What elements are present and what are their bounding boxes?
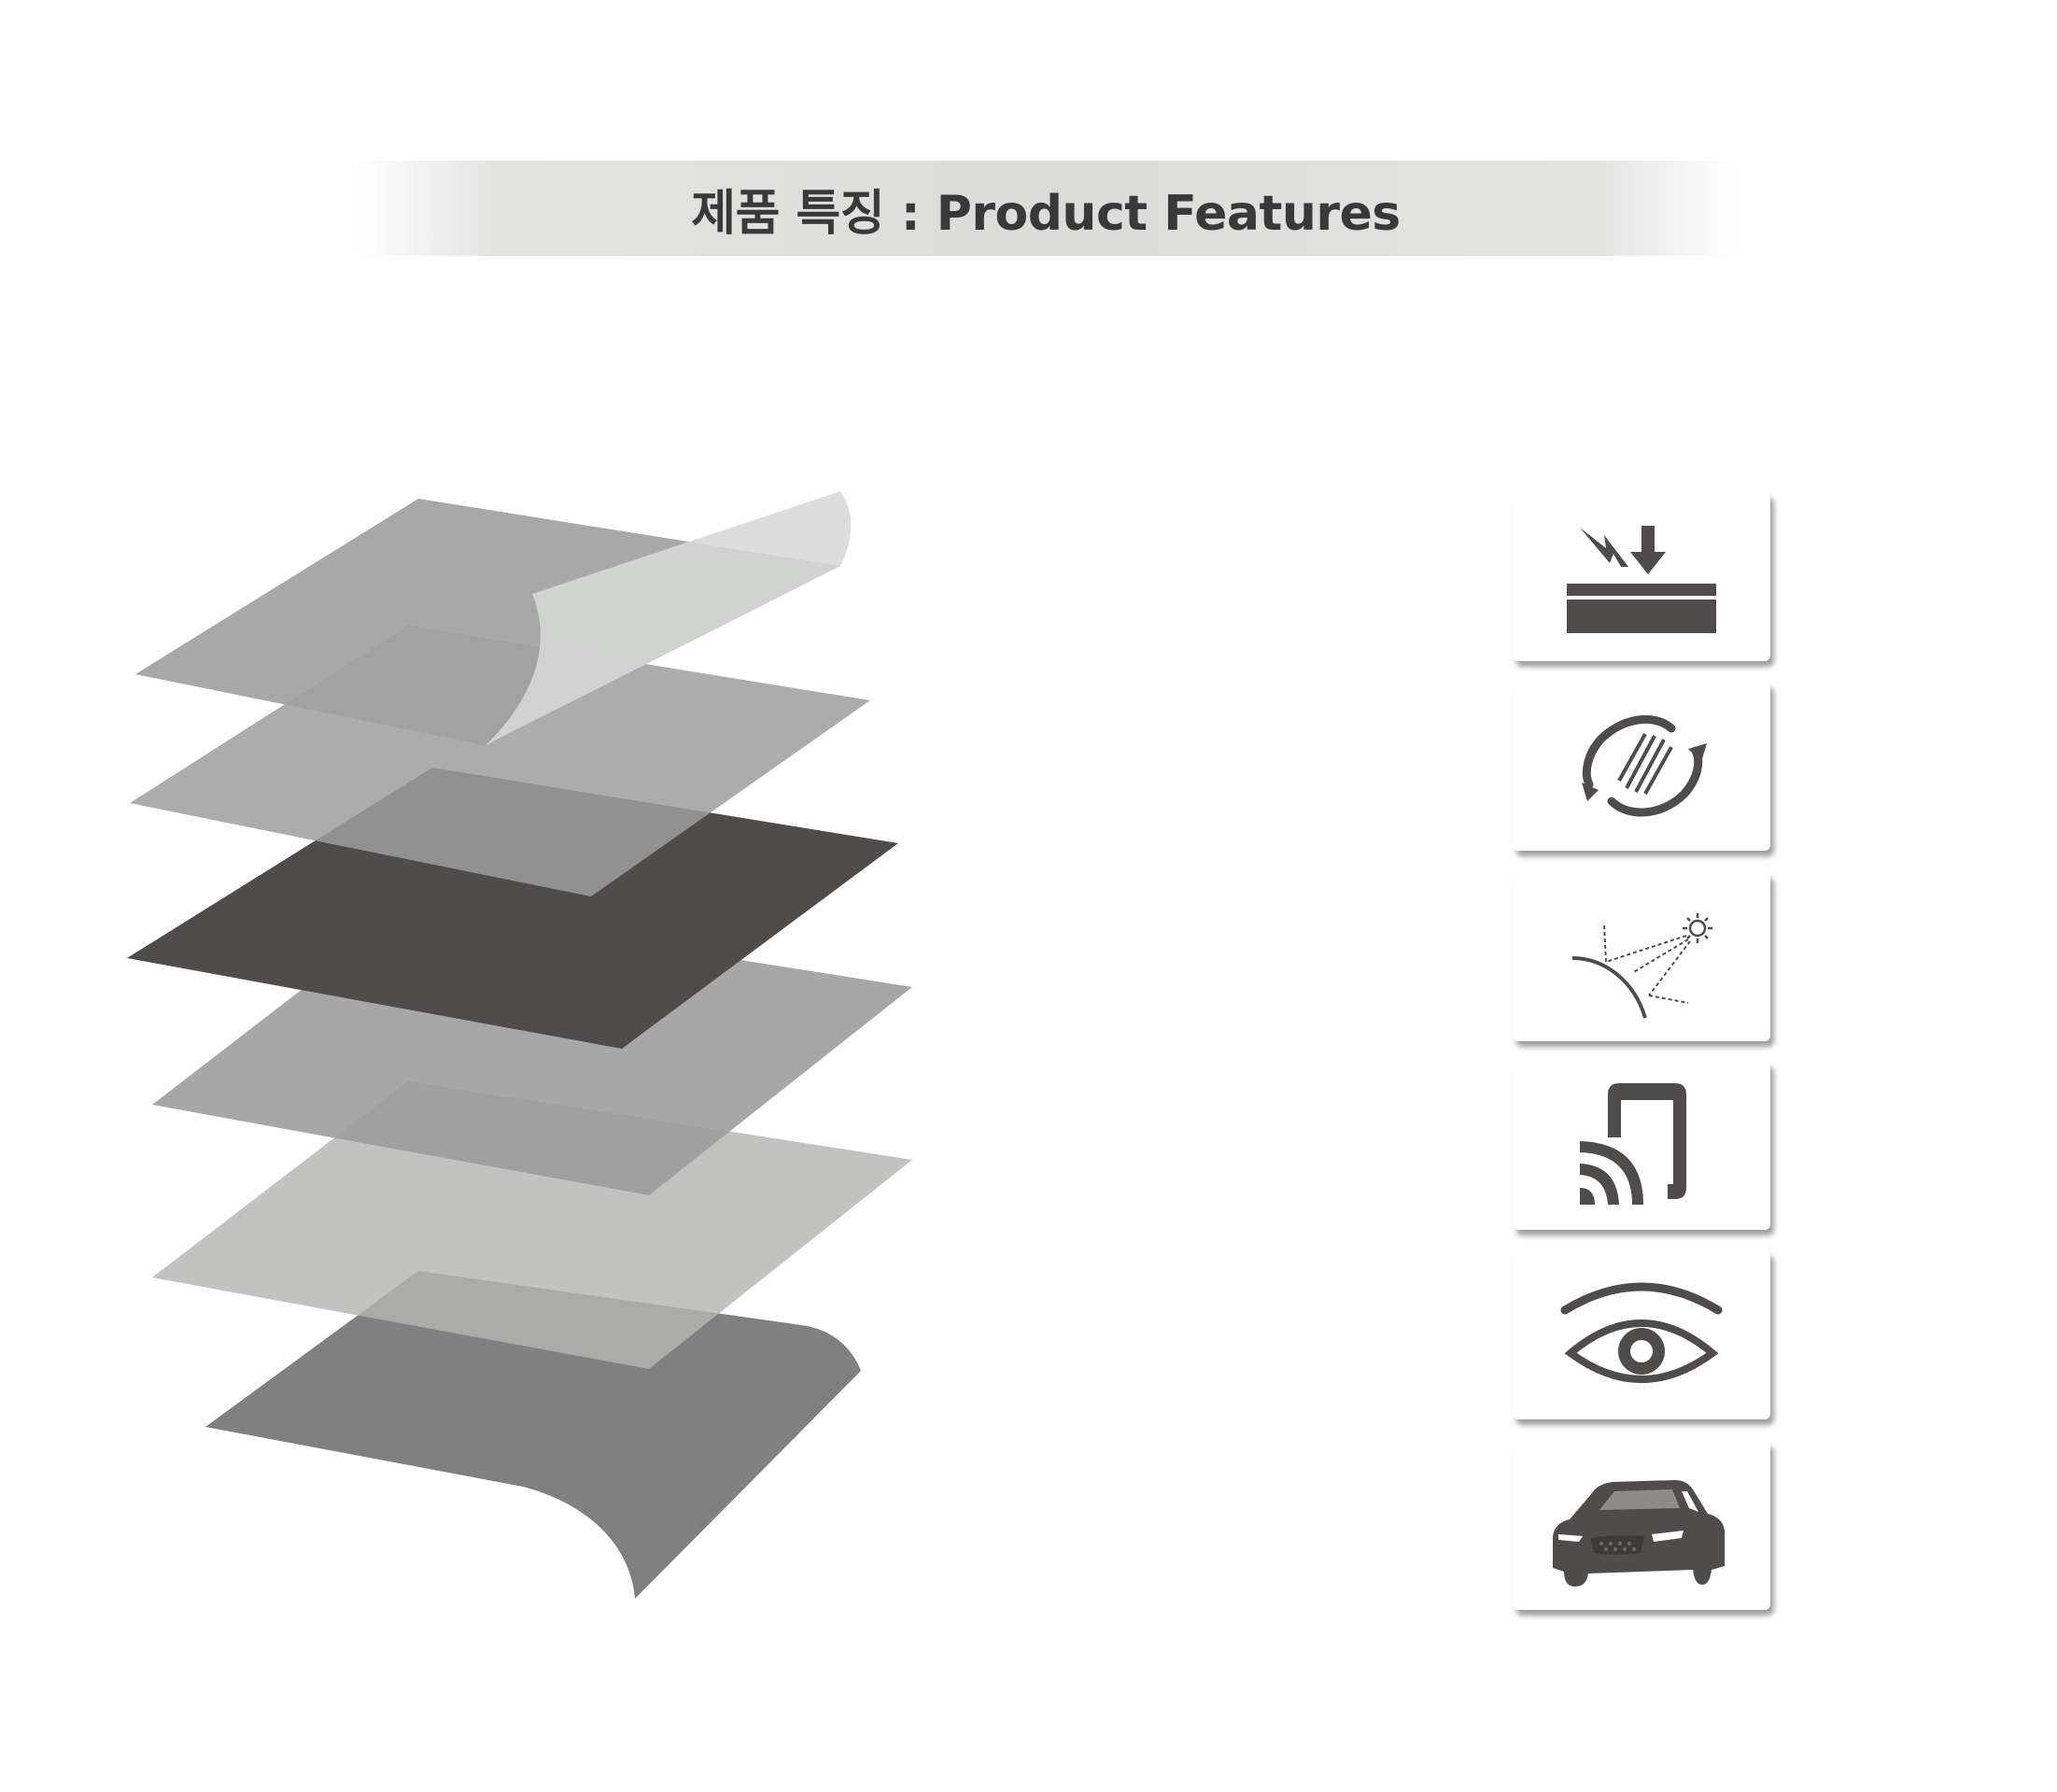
impact-protection-icon xyxy=(1567,525,1716,633)
feature-card-impact xyxy=(1513,492,1770,661)
glare-reflection-icon xyxy=(1571,912,1712,1019)
layer-liner xyxy=(205,1271,861,1599)
feature-card-automotive xyxy=(1513,1441,1770,1610)
title-banner: 제품 특징 : Product Features xyxy=(355,161,1737,256)
layer-uv xyxy=(152,1081,912,1369)
page-title: 제품 특징 : Product Features xyxy=(691,185,1401,242)
feature-card-glare xyxy=(1513,872,1770,1041)
visibility-eye-icon xyxy=(1560,1282,1723,1383)
car-icon xyxy=(1553,1479,1725,1587)
signal-phone-icon xyxy=(1580,1082,1686,1205)
film-layer-diagram xyxy=(127,491,912,1599)
feature-card-signal xyxy=(1513,1061,1770,1230)
scratch-recovery-icon xyxy=(1582,714,1707,816)
layer-protective-film-peel xyxy=(486,491,852,745)
feature-card-visibility xyxy=(1513,1250,1770,1419)
feature-card-scratch xyxy=(1513,682,1770,851)
